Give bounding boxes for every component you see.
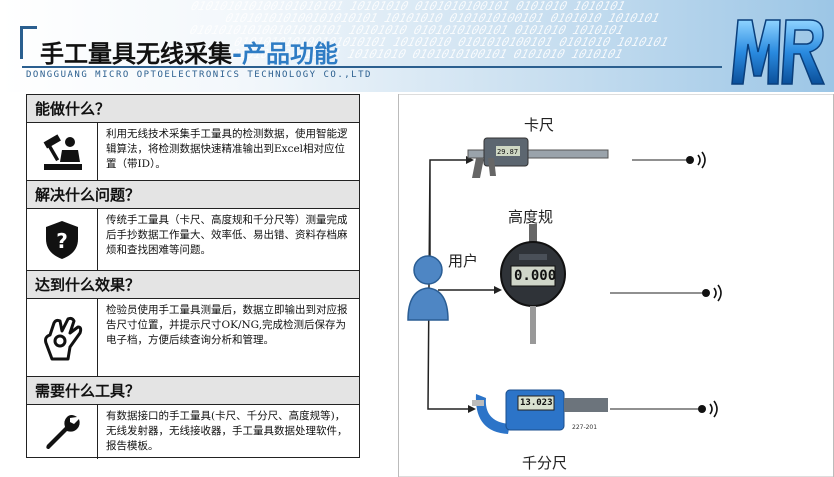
hammer-worker-icon [27, 123, 98, 180]
section-text-tools: 有数据接口的手工量具(卡尺、千分尺、高度规等)，无线发射器，无线接收器，手工量具… [106, 410, 348, 452]
section-heading-problem: 解决什么问题？ [27, 181, 359, 209]
section-text-problem: 传统手工量具（卡尺、高度规和千分尺等）测量完成后手抄数据工作量大、效率低、易出错… [106, 214, 348, 256]
label-caliper: 卡尺 [524, 116, 555, 134]
label-micrometer: 千分尺 [522, 454, 568, 472]
svg-text:?: ? [56, 229, 68, 253]
title-bracket [20, 26, 37, 59]
feature-panel: 能做什么？ 利用无线技术采集手工量具的检测数据，使用智能逻辑算法，将检测数据快速… [26, 94, 360, 459]
caliper-image [467, 137, 609, 178]
height-gauge-reading: 0.000 [514, 268, 557, 284]
micrometer-model: 227-201 [572, 424, 598, 431]
caliper-reading: 29.87 [497, 148, 519, 156]
section-heading-effect: 达到什么效果？ [27, 271, 359, 299]
section-heading-what: 能做什么？ [27, 95, 359, 123]
label-height-gauge: 高度规 [508, 208, 554, 226]
label-user: 用户 [448, 252, 479, 270]
micrometer-image [472, 389, 608, 434]
section-text-effect: 检验员使用手工量具测量后，数据立即输出到对应报告尺寸位置，并提示尺寸OK/NG,… [106, 304, 348, 346]
height-gauge-model: 543-390 [540, 326, 566, 333]
section-body-tools: 有数据接口的手工量具(卡尺、千分尺、高度规等)，无线发射器，无线接收器，手工量具… [27, 405, 359, 459]
wireless-sender-3 [610, 400, 718, 418]
user-icon [407, 255, 449, 321]
section-body-what: 利用无线技术采集手工量具的检测数据，使用智能逻辑算法，将检测数据快速精准输出到E… [27, 123, 359, 181]
section-heading-tools: 需要什么工具？ [27, 377, 359, 405]
diagram [398, 94, 834, 477]
header-banner: 010101010100101010101 10101010 010101010… [0, 0, 834, 92]
mr-logo: MR [728, 14, 826, 85]
company-subtitle: DONGGUANG MICRO OPTOELECTRONICS TECHNOLO… [26, 70, 372, 80]
arrow-head-micrometer [468, 405, 476, 413]
shield-question-icon: ? [27, 209, 98, 270]
title-underline [22, 66, 722, 68]
arrow-head-height-gauge [494, 286, 502, 294]
wrench-icon [27, 405, 98, 459]
section-body-problem: ? 传统手工量具（卡尺、高度规和千分尺等）测量完成后手抄数据工作量大、效率低、易… [27, 209, 359, 271]
section-text-what: 利用无线技术采集手工量具的检测数据，使用智能逻辑算法，将检测数据快速精准输出到E… [106, 128, 348, 170]
ok-hand-icon [27, 299, 98, 376]
wireless-sender-1 [632, 151, 706, 169]
height-gauge-image [500, 224, 566, 344]
section-body-effect: 检验员使用手工量具测量后，数据立即输出到对应报告尺寸位置，并提示尺寸OK/NG,… [27, 299, 359, 377]
logo-text: MR [728, 14, 730, 15]
micrometer-reading: 13.023 [520, 398, 553, 408]
wireless-sender-2 [610, 284, 722, 302]
page-title: 手工量具无线采集-产品功能 [40, 40, 338, 68]
